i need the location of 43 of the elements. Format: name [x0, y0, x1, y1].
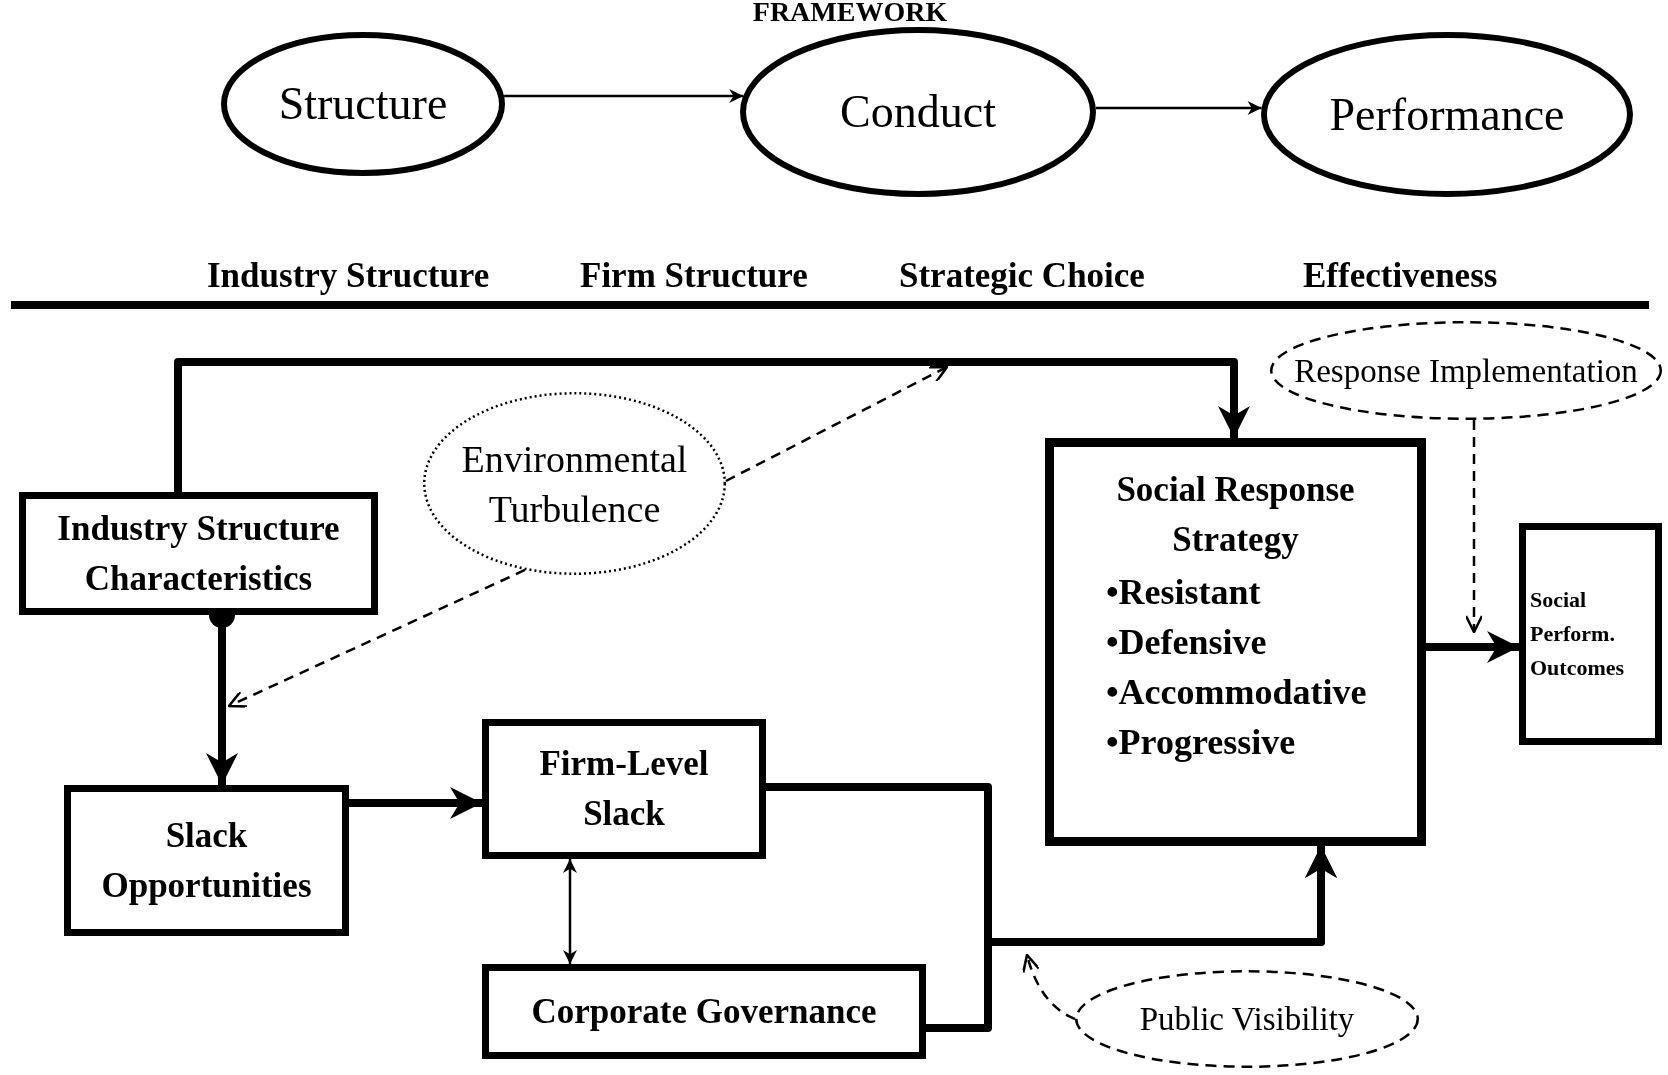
node-label: Industry Structure Characteristics	[56, 507, 341, 600]
dotted-oval	[423, 392, 726, 575]
arrow	[349, 787, 482, 819]
bullet-item: •Defensive	[1105, 621, 1267, 664]
dashed-oval	[1075, 970, 1419, 1068]
oval-node	[221, 32, 505, 176]
arrow	[563, 859, 577, 964]
dashed-arrow	[1022, 953, 1076, 1021]
node-label: Corporate Governance	[530, 990, 878, 1033]
node-label: Conduct	[839, 86, 997, 138]
dashed-arrow	[725, 365, 949, 483]
node-label: Slack Opportunities	[100, 814, 313, 907]
bullet-item: •Progressive	[1105, 721, 1296, 764]
process-box	[19, 492, 378, 615]
process-box	[482, 964, 926, 1059]
process-box	[64, 785, 349, 936]
dashed-arrow	[1464, 419, 1484, 634]
node-label: Firm-Level Slack	[538, 743, 710, 835]
outcome-box	[1519, 523, 1662, 745]
bullet-item: •Resistant	[1105, 571, 1261, 614]
dashed-oval	[1270, 321, 1662, 420]
stage-label: Industry Structure	[207, 256, 490, 296]
diagram-title: FRAMEWORK	[751, 0, 949, 27]
node-label: Response Implementation	[1293, 351, 1639, 390]
bullet-item: •Accommodative	[1105, 671, 1367, 714]
stage-label: Strategic Choice	[899, 256, 1145, 296]
node-label: Public Visibility	[1138, 1000, 1356, 1038]
oval-node	[740, 27, 1096, 197]
arrow	[1426, 631, 1519, 663]
box-heading: Social Response Strategy	[1115, 469, 1356, 561]
arrow	[1095, 101, 1262, 115]
node-label: Environmental Turbulence	[460, 436, 689, 532]
arrow	[174, 358, 1250, 492]
node-label: Performance	[1328, 88, 1566, 141]
oval-node	[1261, 32, 1633, 197]
node-label: Structure	[277, 78, 449, 130]
stage-label: Effectiveness	[1303, 256, 1498, 296]
node-label: Social Perform. Outcomes	[1530, 586, 1626, 682]
arrow	[504, 89, 744, 103]
process-box	[482, 719, 766, 859]
dashed-arrow	[227, 568, 526, 708]
stage-label: Firm Structure	[580, 256, 808, 296]
strategy-box	[1045, 438, 1426, 846]
